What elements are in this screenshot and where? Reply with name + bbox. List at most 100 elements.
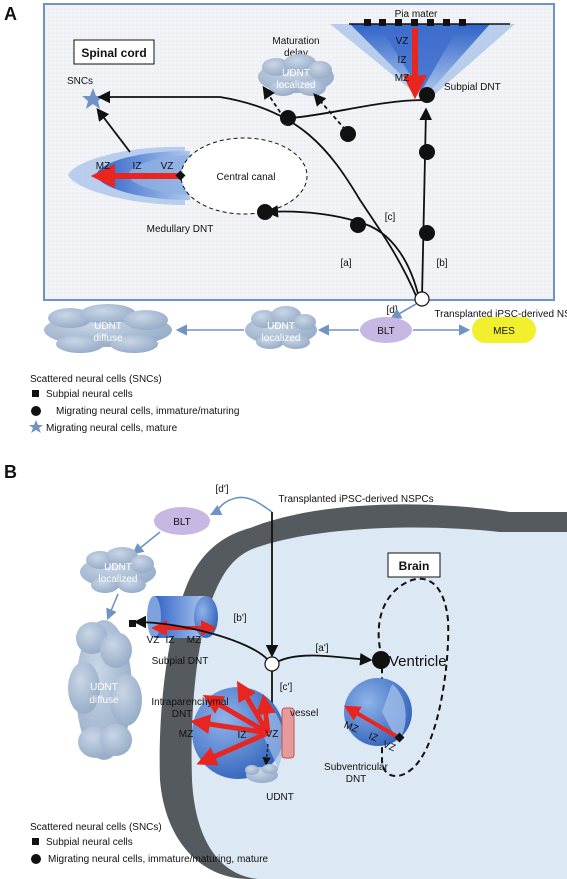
udnt-localized-a2-line2: localized bbox=[262, 333, 301, 344]
medullary-dnt-label: Medullary DNT bbox=[147, 224, 214, 235]
mes-label: MES bbox=[493, 326, 515, 337]
intraparenchymal-iz: IZ bbox=[238, 730, 247, 741]
subpial-dnt-inner bbox=[378, 24, 460, 92]
udnt-localized-b-line2: localized bbox=[99, 574, 138, 585]
subventricular-diamond bbox=[394, 732, 405, 743]
route-a-prime-label: [a'] bbox=[315, 643, 328, 654]
udnt-localized-a2-line1: UDNT bbox=[267, 321, 295, 332]
route-b-prime-label: [b'] bbox=[233, 613, 246, 624]
ependymal-diamond bbox=[175, 170, 186, 181]
legend-a-circle: Migrating neural cells, immature/maturin… bbox=[56, 406, 239, 417]
subventricular-iz: IZ bbox=[367, 731, 379, 745]
udnt-small-cloud-b bbox=[245, 764, 278, 783]
legend-a-star-icon bbox=[29, 420, 43, 433]
udnt-localized-a-line2: localized bbox=[277, 80, 316, 91]
subventricular-dnt bbox=[344, 678, 412, 746]
subventricular-red-arrow bbox=[343, 705, 398, 738]
ventricle-outline bbox=[377, 577, 450, 777]
transplant-site-b bbox=[264, 656, 280, 672]
medullary-iz: IZ bbox=[133, 161, 142, 172]
route-c-prime-label: [c'] bbox=[280, 682, 293, 693]
ventricle-label: Ventricle bbox=[389, 653, 447, 670]
spinal-cord-title-box bbox=[73, 39, 155, 65]
blt-node-a bbox=[360, 317, 412, 343]
intraparenchymal-mz: MZ bbox=[179, 729, 193, 740]
legend-b-circle-icon bbox=[31, 854, 41, 864]
medullary-vz: VZ bbox=[161, 161, 174, 172]
sncs-label: SNCs bbox=[67, 76, 93, 87]
migrating-cells-a bbox=[257, 87, 435, 241]
legend-a-star: Migrating neural cells, mature bbox=[46, 423, 178, 434]
udnt-diffuse-a-line1: UDNT bbox=[94, 321, 122, 332]
subpial-vz: VZ bbox=[396, 36, 409, 47]
transplanted-nspcs-a: Transplanted iPSC-derived NSPCs bbox=[434, 309, 567, 320]
route-d-prime-arrow bbox=[209, 496, 273, 516]
mature-cell-star bbox=[82, 88, 104, 109]
brain-title-box bbox=[387, 552, 441, 578]
route-c-label: [c] bbox=[385, 212, 396, 223]
udnt-localized-cloud-b bbox=[80, 547, 156, 593]
udnt-diffuse-b-line1: UDNT bbox=[90, 682, 118, 693]
vz-to-udnt-arrow bbox=[262, 743, 271, 766]
route-d-prime-label: [d'] bbox=[215, 484, 228, 495]
transplanted-nspcs-b: Transplanted iPSC-derived NSPCs bbox=[278, 494, 433, 505]
intraparenchymal-line1: Intraparenchymal bbox=[151, 697, 228, 708]
udnt-localized-a-line1: UDNT bbox=[282, 68, 310, 79]
mes-node bbox=[472, 317, 536, 343]
intraparenchymal-vz: VZ bbox=[266, 729, 279, 740]
maturation-delay-line2: delay bbox=[284, 48, 308, 59]
subventricular-line2: DNT bbox=[346, 774, 367, 785]
subpial-b-iz: IZ bbox=[166, 635, 175, 646]
subpial-b-vz: VZ bbox=[147, 635, 160, 646]
pia-mater-label: Pia mater bbox=[395, 9, 438, 20]
subventricular-line1: Subventricular bbox=[324, 762, 389, 773]
panel-b-letter: B bbox=[4, 462, 17, 482]
legend-a-square: Subpial neural cells bbox=[46, 389, 133, 400]
blt-to-udnt-arrow-b bbox=[132, 531, 161, 555]
udnt-diffuse-cloud-b bbox=[68, 620, 142, 760]
udnt-b-label: UDNT bbox=[266, 792, 294, 803]
legend-b-circle: Migrating neural cells, immature/maturin… bbox=[48, 854, 269, 865]
udnt-to-diffuse-arrow-b bbox=[106, 593, 119, 621]
subpial-iz: IZ bbox=[398, 55, 407, 66]
subpial-neural-cells bbox=[364, 19, 466, 26]
udnt-diffuse-b-line2: diffuse bbox=[89, 695, 119, 706]
subventricular-mz: MZ bbox=[342, 720, 360, 736]
medullary-mz: MZ bbox=[96, 161, 110, 172]
migration-routes-a bbox=[96, 85, 433, 299]
udnt-diffuse-cloud-a bbox=[44, 304, 172, 353]
legend-b-title: Scattered neural cells (SNCs) bbox=[30, 822, 162, 833]
blt-label-a: BLT bbox=[377, 326, 395, 337]
brain-title: Brain bbox=[399, 559, 430, 573]
subpial-dnt-label: Subpial DNT bbox=[444, 82, 501, 93]
legend-a-square-icon bbox=[32, 390, 39, 397]
vessel-icon bbox=[281, 707, 295, 759]
spinal-cord-title: Spinal cord bbox=[81, 46, 146, 60]
legend-b-square-icon bbox=[32, 838, 39, 845]
panel-a-letter: A bbox=[4, 4, 17, 24]
blt-node-b bbox=[154, 507, 210, 535]
central-canal-label: Central canal bbox=[217, 172, 276, 183]
subpial-mz: MZ bbox=[395, 73, 409, 84]
subpial-b-mz: MZ bbox=[187, 635, 201, 646]
intraparenchymal-line2: DNT bbox=[172, 709, 193, 720]
route-d-arrow bbox=[390, 303, 417, 320]
udnt-localized-cloud-a2 bbox=[245, 306, 317, 349]
udnt-diffuse-a-line2: diffuse bbox=[93, 333, 123, 344]
legend-a-circle-icon bbox=[31, 406, 41, 416]
subpial-dnt-b-label: Subpial DNT bbox=[152, 656, 209, 667]
vessel-label: vessel bbox=[290, 708, 318, 719]
route-b-label: [b] bbox=[436, 258, 447, 269]
udnt-localized-b-line1: UDNT bbox=[104, 562, 132, 573]
route-a-label: [a] bbox=[340, 258, 351, 269]
transplant-site-a bbox=[414, 291, 430, 307]
udnt-localized-cloud-a bbox=[258, 54, 334, 96]
central-canal bbox=[180, 137, 308, 215]
legend-b-square: Subpial neural cells bbox=[46, 837, 133, 848]
legend-a-title: Scattered neural cells (SNCs) bbox=[30, 374, 162, 385]
blt-label-b: BLT bbox=[173, 517, 191, 528]
subpial-b-square bbox=[129, 620, 136, 627]
maturation-delay-line1: Maturation bbox=[272, 36, 319, 47]
